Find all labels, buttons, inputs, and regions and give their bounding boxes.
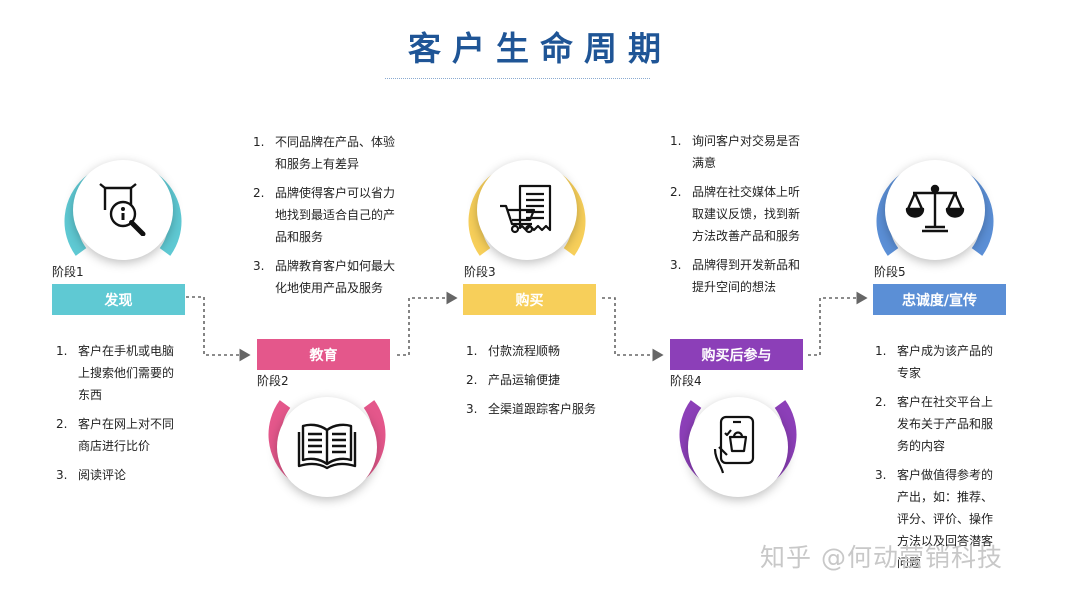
stage-5-label: 阶段5 — [874, 265, 906, 279]
stage-1-list: 1.客户在手机或电脑上搜索他们需要的东西 2.客户在网上对不同商店进行比价 3.… — [56, 340, 184, 493]
list-item: 1.询问客户对交易是否满意 — [670, 134, 801, 170]
magnifier-icon — [95, 180, 151, 240]
list-item: 2.客户在网上对不同商店进行比价 — [56, 417, 175, 453]
phone-shopping-bag-icon — [713, 415, 763, 479]
stage-3-bar: 购买 — [463, 284, 596, 315]
stage-1-bar: 发现 — [52, 284, 185, 315]
stage-2-label: 阶段2 — [257, 374, 289, 388]
arrow-3-4 — [602, 297, 664, 362]
stage-3-list: 1.付款流程顺畅 2.产品运输便捷 3.全渠道跟踪客户服务 — [466, 340, 616, 427]
list-item: 1.付款流程顺畅 — [466, 344, 561, 358]
arrow-4-5 — [808, 291, 868, 356]
stage-2-icon-circle — [277, 397, 377, 497]
stage-2-list: 1.不同品牌在产品、体验和服务上有差异 2.品牌使得客户可以省力地找到最适合自己… — [253, 131, 395, 306]
stage-3-icon-circle — [477, 160, 577, 260]
stage-4-icon-circle — [688, 397, 788, 497]
arrow-2-3 — [397, 291, 458, 356]
stage-1-icon-circle — [73, 160, 173, 260]
list-item: 3.全渠道跟踪客户服务 — [466, 402, 597, 416]
list-item: 1.不同品牌在产品、体验和服务上有差异 — [253, 135, 396, 171]
watermark: 知乎 @何动营销科技 — [760, 543, 1003, 572]
page-title: 客户生命周期 — [408, 29, 672, 68]
list-item: 2.品牌在社交媒体上听取建议反馈，找到新方法改善产品和服务 — [670, 185, 801, 243]
title-underline — [385, 78, 650, 79]
stage-2-bar: 教育 — [257, 339, 390, 370]
list-item: 1.客户在手机或电脑上搜索他们需要的东西 — [56, 344, 175, 402]
stage-4-list: 1.询问客户对交易是否满意 2.品牌在社交媒体上听取建议反馈，找到新方法改善产品… — [670, 130, 800, 305]
list-item: 3.阅读评论 — [56, 468, 127, 482]
stage-5-icon-circle — [885, 160, 985, 260]
stage-5-list: 1.客户成为该产品的专家 2.客户在社交平台上发布关于产品和服务的内容 3.客户… — [875, 340, 1003, 581]
stage-3-label: 阶段3 — [464, 265, 496, 279]
list-item: 1.客户成为该产品的专家 — [875, 344, 994, 380]
stage-4-label: 阶段4 — [670, 374, 702, 388]
arrow-1-2 — [186, 296, 251, 362]
open-book-icon — [297, 420, 357, 474]
list-item: 2.产品运输便捷 — [466, 373, 561, 387]
list-item: 3.品牌教育客户如何最大化地使用产品及服务 — [253, 259, 396, 295]
balance-scale-icon — [905, 183, 965, 237]
stage-1-label: 阶段1 — [52, 265, 84, 279]
list-item: 2.客户在社交平台上发布关于产品和服务的内容 — [875, 395, 994, 453]
shopping-cart-receipt-icon — [498, 180, 556, 240]
list-item: 3.品牌得到开发新品和提升空间的想法 — [670, 258, 801, 294]
list-item: 3.客户做值得参考的产出，如：推荐、评分、评价、操作方法以及回答潜客问题 — [875, 468, 994, 570]
stage-4-bar: 购买后参与 — [670, 339, 803, 370]
list-item: 2.品牌使得客户可以省力地找到最适合自己的产品和服务 — [253, 186, 396, 244]
stage-5-bar: 忠诚度/宣传 — [873, 284, 1006, 315]
